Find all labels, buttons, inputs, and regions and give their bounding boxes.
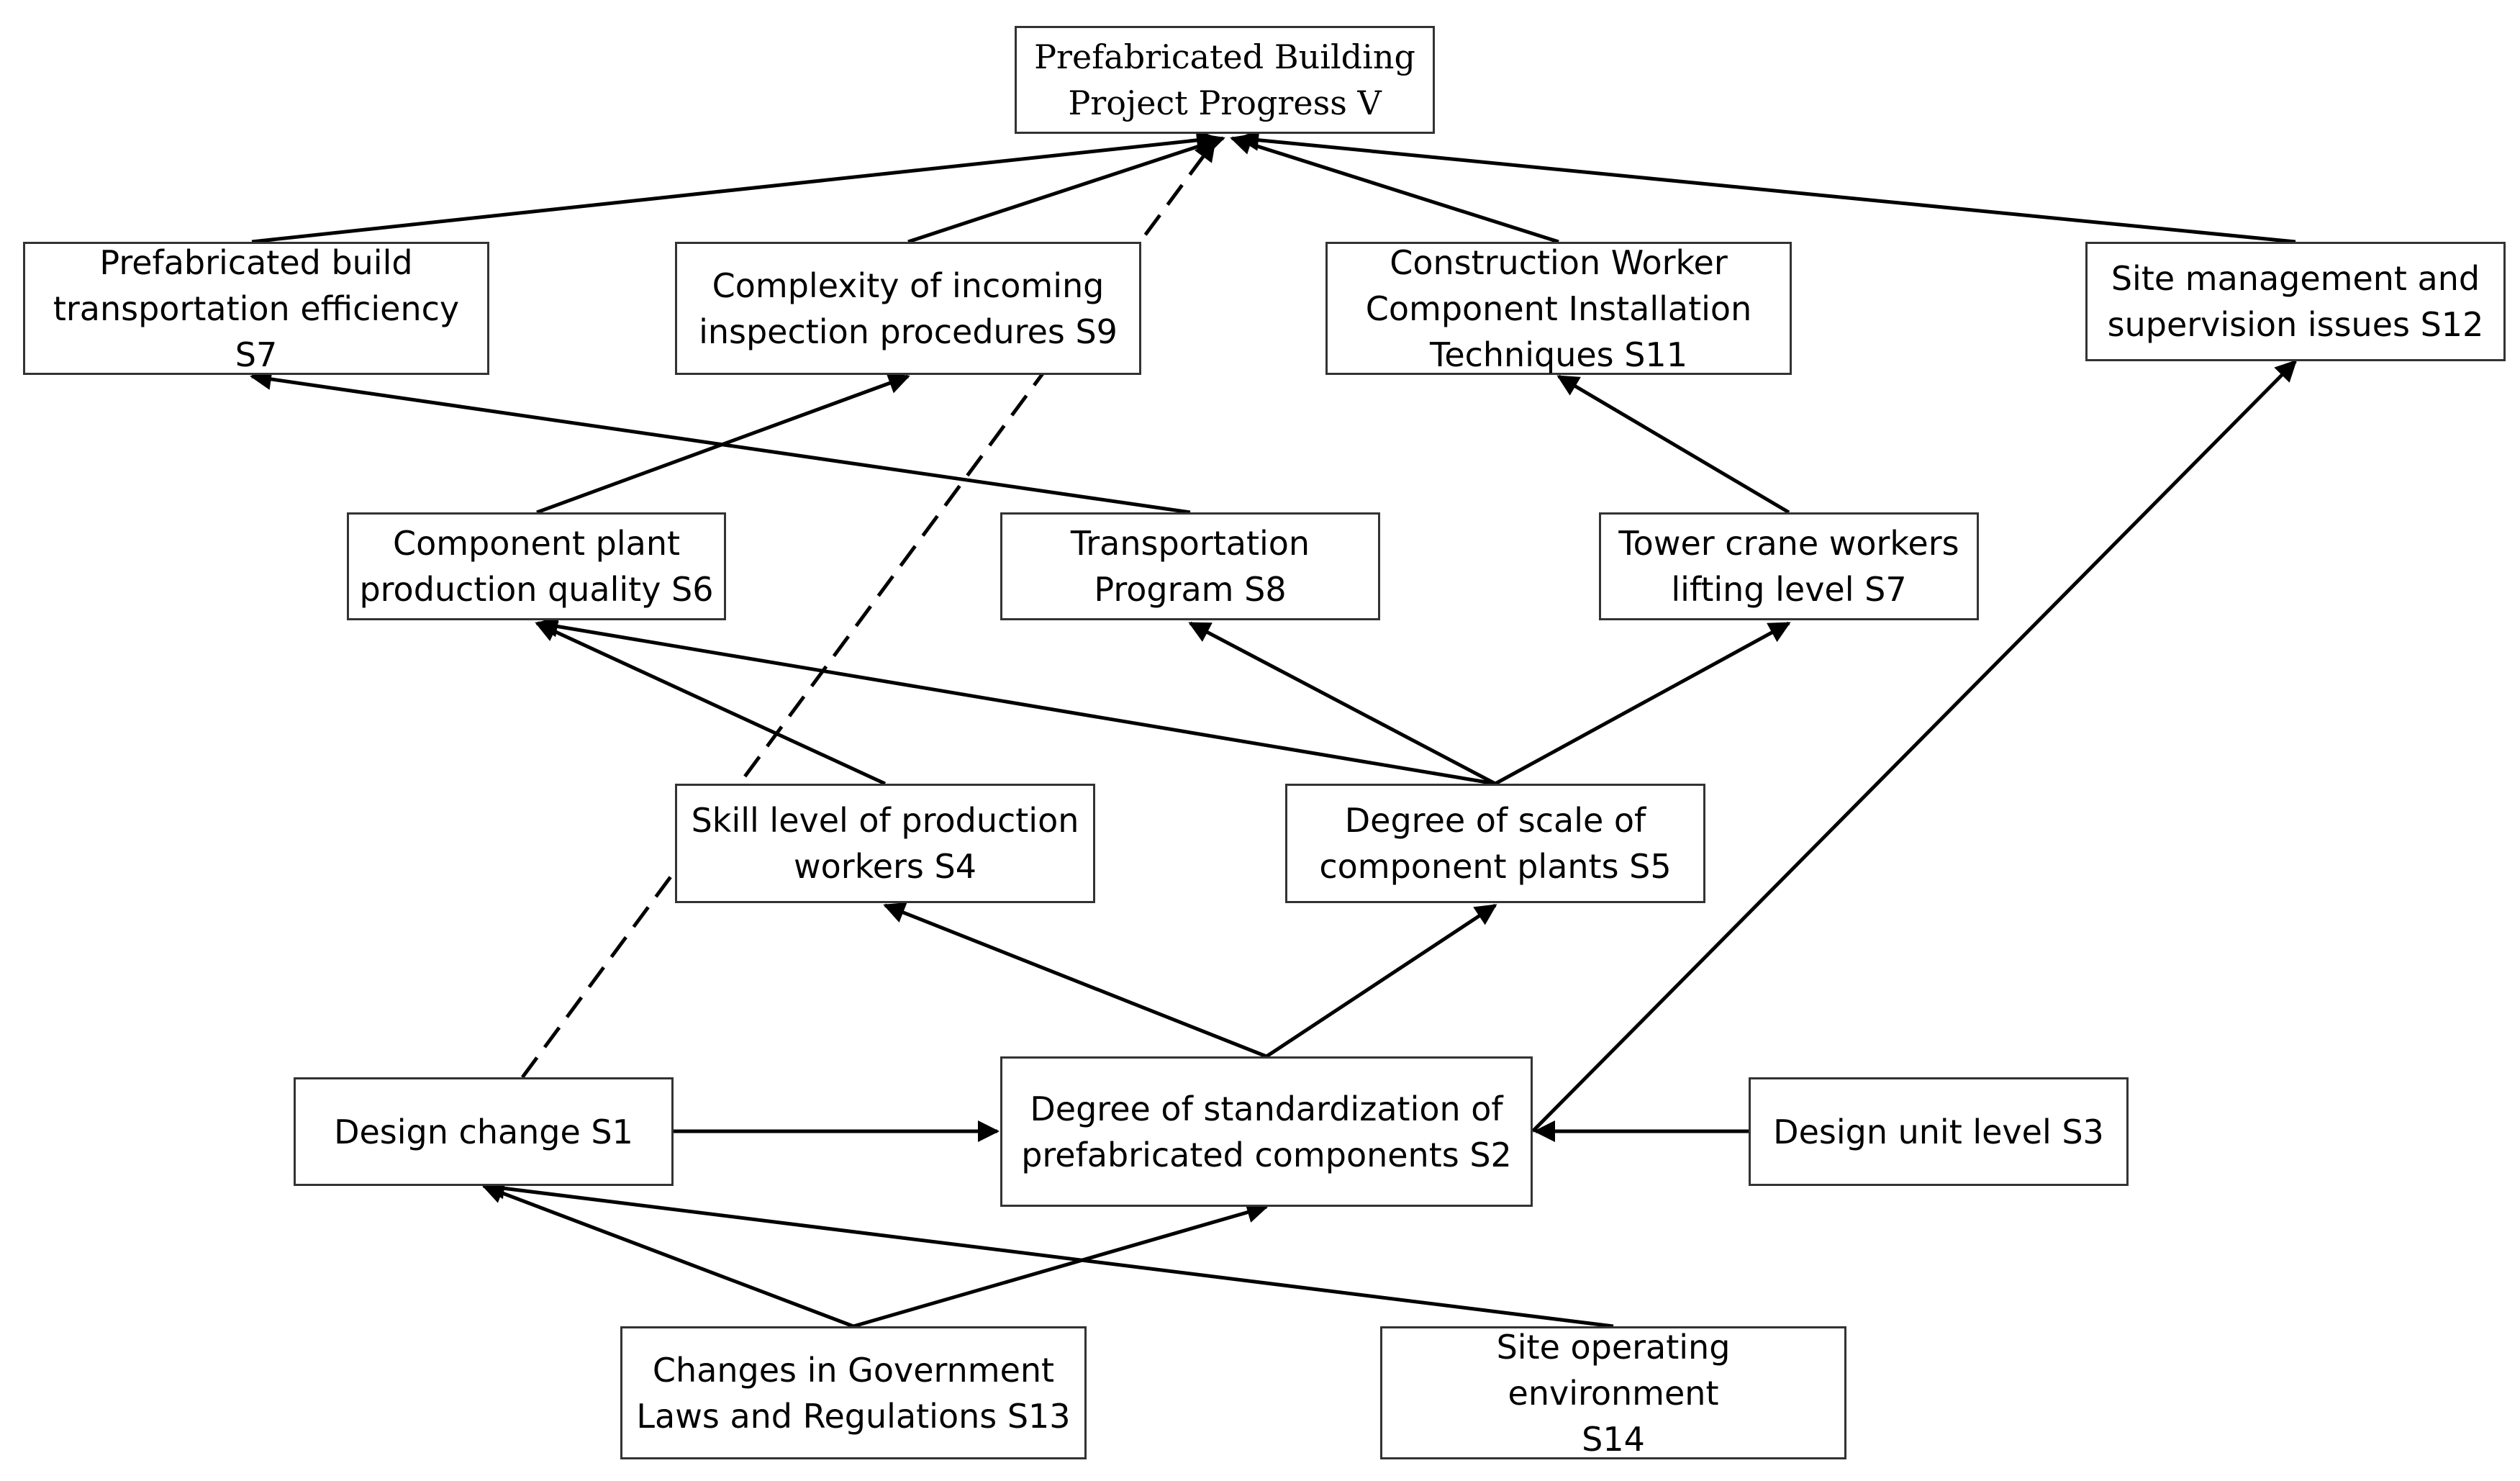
node-label: transportation efficiency S7 bbox=[53, 289, 460, 374]
node-label: lifting level S7 bbox=[1671, 570, 1907, 609]
node-label: Site operating environment bbox=[1496, 1327, 1731, 1413]
node-transportation-efficiency-s7: Prefabricated build transportation effic… bbox=[23, 242, 489, 375]
node-site-operating-environment-s14: Site operating environment S14 bbox=[1380, 1326, 1846, 1459]
node-label: Program S8 bbox=[1094, 570, 1287, 609]
edge-s4-to-s6 bbox=[535, 621, 887, 786]
node-label: Skill level of production bbox=[691, 801, 1079, 840]
node-label: inspection procedures S9 bbox=[699, 312, 1118, 351]
node-label: workers S4 bbox=[794, 847, 976, 886]
node-label: Degree of scale of bbox=[1344, 801, 1646, 840]
node-label: S14 bbox=[1582, 1419, 1645, 1459]
edge-s1-to-v bbox=[520, 139, 1217, 1079]
node-label: Project Progress V bbox=[1068, 83, 1382, 122]
node-label: Degree of standardization of bbox=[1030, 1089, 1503, 1128]
node-label: Complexity of incoming bbox=[712, 266, 1105, 305]
edge-s2-to-s4 bbox=[883, 902, 1267, 1059]
node-scale-of-plants-s5: Degree of scale of component plants S5 bbox=[1285, 784, 1705, 903]
edge-s7b-to-s11 bbox=[1556, 374, 1790, 515]
node-site-management-s12: Site management and supervision issues S… bbox=[2085, 242, 2506, 361]
node-label: Tower crane workers bbox=[1618, 524, 1959, 563]
node-label: Prefabricated Building bbox=[1034, 37, 1415, 76]
edge-s12-to-v bbox=[1237, 129, 2296, 244]
node-label: Design change S1 bbox=[334, 1112, 633, 1151]
node-standardization-s2: Degree of standardization of prefabricat… bbox=[1000, 1056, 1533, 1207]
node-label: Construction Worker bbox=[1390, 243, 1728, 282]
node-label: Techniques S11 bbox=[1430, 335, 1687, 374]
node-government-laws-s13: Changes in Government Laws and Regulatio… bbox=[620, 1326, 1087, 1459]
edge-s8-to-s7a bbox=[250, 368, 1191, 515]
node-label: Component Installation bbox=[1365, 289, 1752, 328]
node-label: Component plant bbox=[392, 524, 681, 563]
node-inspection-procedures-s9: Complexity of incoming inspection proced… bbox=[675, 242, 1141, 375]
edge-s2-to-s12 bbox=[1531, 359, 2298, 1133]
node-label: Laws and Regulations S13 bbox=[636, 1396, 1071, 1436]
edge-s13-to-s2 bbox=[853, 1202, 1269, 1328]
node-label: supervision issues S12 bbox=[2107, 305, 2484, 344]
edge-s9-to-v bbox=[907, 134, 1225, 244]
node-label: Changes in Government bbox=[652, 1350, 1055, 1390]
edge-s11-to-v bbox=[1230, 133, 1559, 244]
node-project-progress-v: Prefabricated Building Project Progress … bbox=[1015, 26, 1435, 134]
edge-s5-to-s8 bbox=[1188, 621, 1497, 786]
node-transportation-program-s8: Transportation Program S8 bbox=[1000, 512, 1380, 620]
edge-s2-to-s5 bbox=[1265, 903, 1497, 1059]
node-production-quality-s6: Component plant production quality S6 bbox=[347, 512, 726, 620]
edge-s5-to-s7b bbox=[1494, 621, 1791, 786]
node-label: prefabricated components S2 bbox=[1021, 1135, 1512, 1174]
node-skill-level-s4: Skill level of production workers S4 bbox=[675, 784, 1095, 903]
node-label: Prefabricated build bbox=[99, 243, 413, 282]
node-label: component plants S5 bbox=[1319, 847, 1672, 886]
edge-s13-to-s1 bbox=[481, 1182, 854, 1328]
edge-s14-to-s1 bbox=[483, 1177, 1614, 1328]
node-label: production quality S6 bbox=[359, 570, 714, 609]
node-design-unit-level-s3: Design unit level S3 bbox=[1749, 1077, 2129, 1186]
node-installation-techniques-s11: Construction Worker Component Installati… bbox=[1325, 242, 1792, 375]
edge-s7a-to-v bbox=[251, 129, 1218, 244]
node-design-change-s1: Design change S1 bbox=[294, 1077, 674, 1186]
edge-s5-to-s6 bbox=[536, 615, 1496, 786]
node-tower-crane-workers-s7: Tower crane workers lifting level S7 bbox=[1599, 512, 1979, 620]
node-label: Site management and bbox=[2111, 259, 2480, 298]
node-label: Transportation bbox=[1070, 524, 1310, 563]
node-label: Design unit level S3 bbox=[1773, 1112, 2104, 1151]
